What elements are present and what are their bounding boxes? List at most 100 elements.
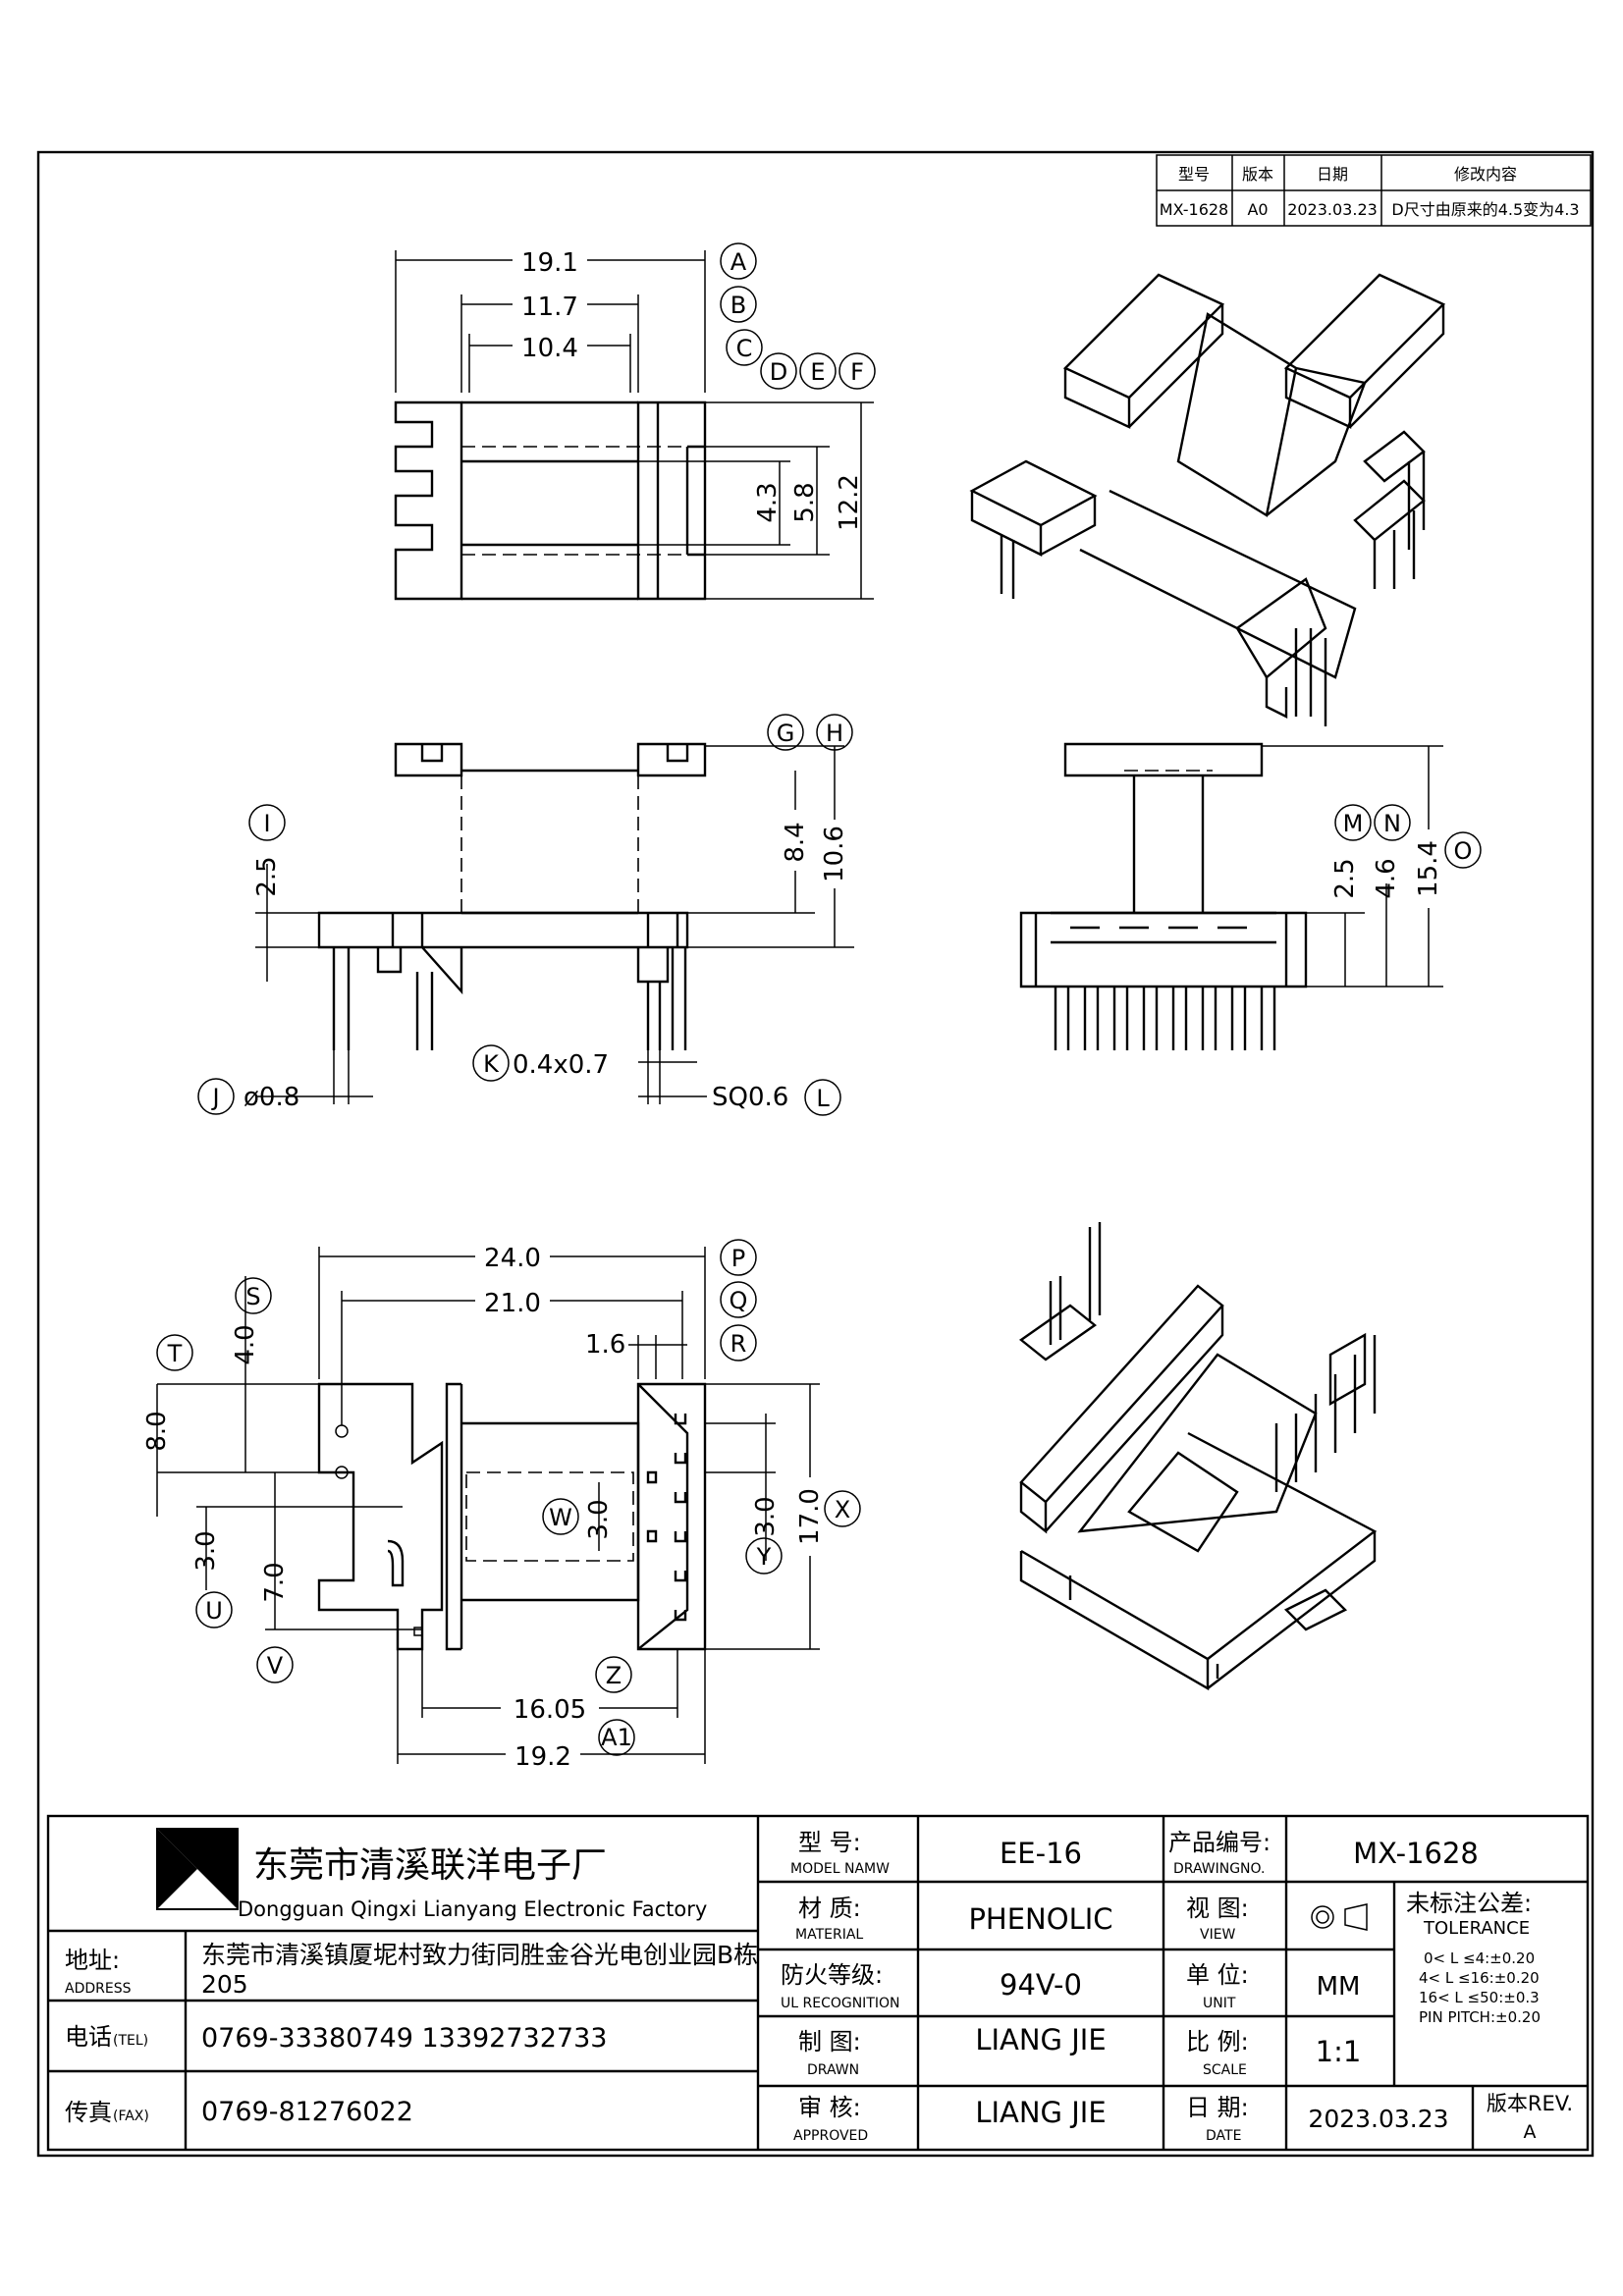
rev-header-version: 版本 — [1242, 165, 1273, 184]
address-value: 东莞市清溪镇厦坭村致力街同胜金谷光电创业园B栋 — [201, 1941, 758, 1969]
dim-3-0-left: 3.0 — [191, 1530, 221, 1571]
dim-3-0-right: 3.0 — [751, 1496, 781, 1536]
dim-10-4: 10.4 — [521, 334, 578, 363]
approved-label-en: APPROVED — [793, 2128, 868, 2144]
marker-y: Y — [756, 1543, 772, 1571]
dim-21-0: 21.0 — [484, 1289, 541, 1318]
scale-label-en: SCALE — [1203, 2062, 1247, 2078]
company-name-en: Dongguan Qingxi Lianyang Electronic Fact… — [238, 1897, 707, 1921]
rev-label: 版本REV. — [1487, 2092, 1573, 2115]
tolerance-label: 未标注公差: — [1406, 1890, 1532, 1917]
marker-x: X — [835, 1496, 850, 1523]
top-view: 19.1 11.7 10.4 4.3 5.8 12.2 A B C D E F — [394, 242, 876, 601]
marker-b: B — [730, 292, 746, 319]
tolerance-line-2: 4< L ≤16:±0.20 — [1419, 1969, 1540, 1987]
tel-label-en: (TEL) — [113, 2033, 148, 2049]
rev-change: D尺寸由原来的4.5变为4.3 — [1391, 200, 1579, 219]
marker-s: S — [245, 1283, 260, 1310]
isometric-view-bottom — [1018, 1222, 1378, 1691]
marker-o: O — [1454, 837, 1473, 865]
fax-label-en: (FAX) — [113, 2109, 149, 2124]
dim-4-0: 4.0 — [231, 1324, 260, 1364]
drawing-no-label-en: DRAWINGNO. — [1173, 1861, 1265, 1877]
company-name-cn: 东莞市清溪联洋电子厂 — [253, 1845, 607, 1886]
drawn-label: 制 图: — [798, 2028, 861, 2056]
side-view: 8.4 10.6 2.5 ø0.8 0.4x0.7 SQ0.6 G H I J … — [197, 714, 854, 1116]
drawing-no-label: 产品编号: — [1168, 1829, 1271, 1856]
marker-q: Q — [730, 1287, 748, 1314]
marker-m: M — [1343, 810, 1364, 837]
tolerance-label-en: TOLERANCE — [1423, 1918, 1530, 1939]
marker-k: K — [483, 1050, 500, 1078]
marker-j: J — [210, 1084, 219, 1111]
tolerance-line-1: 0< L ≤4:±0.20 — [1424, 1949, 1535, 1967]
end-view: 2.5 4.6 15.4 M N O — [1019, 742, 1482, 1050]
rev-model: MX-1628 — [1160, 200, 1228, 219]
dim-2-5-end: 2.5 — [1330, 858, 1360, 898]
dim-2-5-side: 2.5 — [252, 856, 282, 896]
marker-w: W — [549, 1504, 572, 1531]
dim-5-8: 5.8 — [790, 482, 820, 522]
date-label: 日 期: — [1186, 2094, 1249, 2121]
dim-3-0-core: 3.0 — [584, 1499, 614, 1539]
unit-value: MM — [1317, 1972, 1361, 2002]
marker-h: H — [826, 720, 843, 747]
dim-15-4: 15.4 — [1414, 840, 1443, 897]
date-label-en: DATE — [1206, 2128, 1241, 2144]
rev-value: A — [1524, 2121, 1537, 2143]
drawing-border — [36, 150, 1595, 2158]
marker-a: A — [730, 248, 747, 276]
marker-f: F — [850, 358, 864, 386]
model-label: 型 号: — [798, 1829, 861, 1856]
model-value: EE-16 — [1000, 1837, 1082, 1870]
scale-value: 1:1 — [1316, 2035, 1362, 2068]
title-block: 东莞市清溪联洋电子厂 Dongguan Qingxi Lianyang Elec… — [46, 1814, 1590, 2152]
isometric-view-top — [969, 273, 1446, 726]
unit-label-en: UNIT — [1203, 1996, 1236, 2011]
marker-t: T — [167, 1340, 183, 1367]
drawn-label-en: DRAWN — [807, 2062, 859, 2078]
material-label-en: MATERIAL — [795, 1927, 863, 1943]
address-value-line2: 205 — [201, 1970, 248, 1999]
fax-label: 传真 — [65, 2099, 112, 2126]
dim-8-4: 8.4 — [781, 822, 810, 862]
projection-symbol-icon — [1311, 1903, 1368, 1931]
flame-label-en: UL RECOGNITION — [781, 1996, 900, 2011]
fax-value: 0769-81276022 — [201, 2097, 413, 2127]
flame-value: 94V-0 — [1000, 1968, 1082, 2002]
marker-a1: A1 — [601, 1724, 632, 1751]
material-label: 材 质: — [798, 1895, 861, 1922]
approved-label: 审 核: — [798, 2094, 861, 2121]
dim-4-6: 4.6 — [1372, 858, 1401, 898]
tel-value: 0769-33380749 13392732733 — [201, 2023, 607, 2054]
marker-d: D — [770, 358, 787, 386]
marker-z: Z — [606, 1662, 622, 1689]
dim-12-2: 12.2 — [835, 474, 864, 531]
dim-10-6: 10.6 — [820, 826, 849, 882]
rev-header-date: 日期 — [1317, 165, 1348, 184]
address-label-en: ADDRESS — [65, 1981, 132, 1997]
tel-label: 电话 — [65, 2023, 112, 2051]
marker-g: G — [777, 720, 795, 747]
model-label-en: MODEL NAMW — [790, 1861, 890, 1877]
scale-label: 比 例: — [1186, 2028, 1249, 2056]
marker-l: L — [816, 1085, 830, 1112]
rev-date: 2023.03.23 — [1287, 200, 1378, 219]
marker-r: R — [730, 1330, 747, 1358]
marker-u: U — [205, 1597, 223, 1625]
marker-i: I — [263, 810, 270, 837]
dim-1-6: 1.6 — [585, 1330, 625, 1360]
dim-24-0: 24.0 — [484, 1244, 541, 1273]
marker-v: V — [267, 1652, 284, 1680]
flame-label: 防火等级: — [781, 1961, 883, 1989]
address-label: 地址: — [65, 1947, 120, 1974]
view-label: 视 图: — [1186, 1895, 1249, 1922]
dim-17-0: 17.0 — [795, 1488, 825, 1545]
drawn-value: LIANG JIE — [975, 2023, 1106, 2056]
tolerance-line-4: PIN PITCH:±0.20 — [1419, 2008, 1541, 2026]
rev-header-model: 型号 — [1178, 165, 1210, 184]
dim-8-0: 8.0 — [142, 1411, 172, 1451]
dim-4-3: 4.3 — [753, 482, 783, 522]
rev-version: A0 — [1247, 200, 1268, 219]
